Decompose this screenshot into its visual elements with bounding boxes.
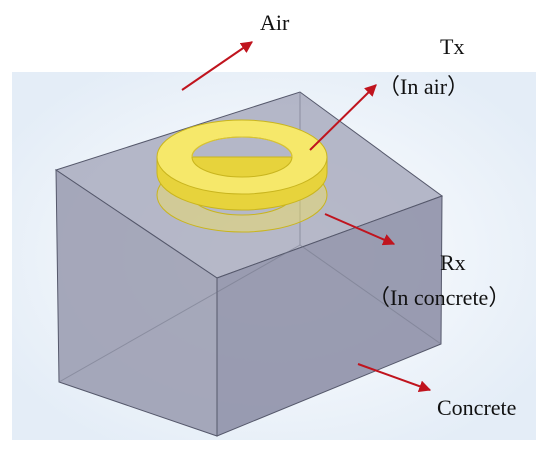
hidden-edge-right	[299, 244, 442, 345]
rx-label: Rx	[440, 250, 466, 275]
air-arrow	[181, 41, 253, 91]
tx-coil	[156, 119, 328, 211]
rx-arrow	[324, 213, 396, 246]
air-label: Air	[260, 10, 290, 35]
tx-sublabel: （In air）	[378, 74, 470, 99]
tx-label: Tx	[440, 34, 465, 59]
tx-coil-inner-wall	[191, 136, 293, 158]
tx-arrow	[309, 84, 377, 151]
rx-sublabel: （In concrete）	[368, 285, 511, 310]
concrete-label: Concrete	[437, 395, 517, 420]
hidden-edge-left	[58, 244, 301, 383]
concrete-arrow	[357, 363, 432, 392]
